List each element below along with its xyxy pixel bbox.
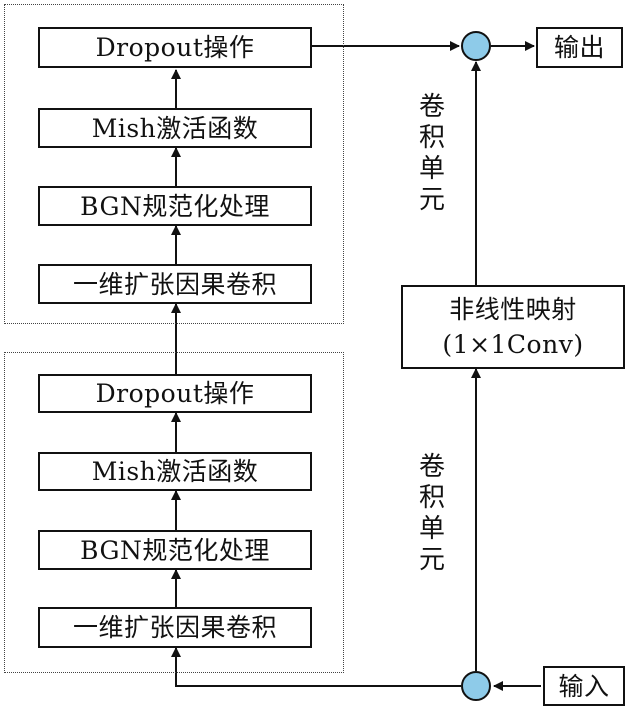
upper-dropout-box: Dropout操作 <box>38 27 312 68</box>
upper-mish-label: Mish激活函数 <box>91 113 259 143</box>
lower-mish-label: Mish激活函数 <box>91 457 259 486</box>
output-label: 输出 <box>553 33 605 62</box>
input-label: 输入 <box>558 671 610 701</box>
output-sum-node <box>461 31 491 61</box>
upper-bgn-box: BGN规范化处理 <box>38 186 312 226</box>
lower-conv-unit-label: 卷积单元 <box>418 452 445 575</box>
lower-bgn-label: BGN规范化处理 <box>80 535 270 565</box>
upper-mish-box: Mish激活函数 <box>38 108 312 148</box>
upper-unit-group <box>4 4 344 324</box>
nonlinear-mapping-label: 非线性映射 <box>449 295 577 324</box>
lower-conv-box: 一维扩张因果卷积 <box>38 607 312 648</box>
lower-mish-box: Mish激活函数 <box>38 452 312 491</box>
output-box: 输出 <box>536 27 623 68</box>
lower-unit-group <box>4 352 344 673</box>
lower-bgn-box: BGN规范化处理 <box>38 530 312 570</box>
lower-dropout-box: Dropout操作 <box>38 374 312 413</box>
nonlinear-mapping-sublabel: (1×1Conv) <box>442 330 584 359</box>
lower-conv-label: 一维扩张因果卷积 <box>72 613 277 642</box>
lower-dropout-label: Dropout操作 <box>95 379 255 408</box>
input-split-node <box>461 671 491 701</box>
arrow-node-to-main-path <box>171 647 461 687</box>
upper-conv-unit-label: 卷积单元 <box>418 92 445 215</box>
upper-bgn-label: BGN规范化处理 <box>80 191 270 221</box>
upper-conv-label: 一维扩张因果卷积 <box>72 269 277 299</box>
input-box: 输入 <box>543 666 625 706</box>
upper-conv-box: 一维扩张因果卷积 <box>38 264 312 304</box>
upper-dropout-label: Dropout操作 <box>95 33 255 62</box>
nonlinear-mapping-box: 非线性映射 (1×1Conv) <box>401 285 625 369</box>
